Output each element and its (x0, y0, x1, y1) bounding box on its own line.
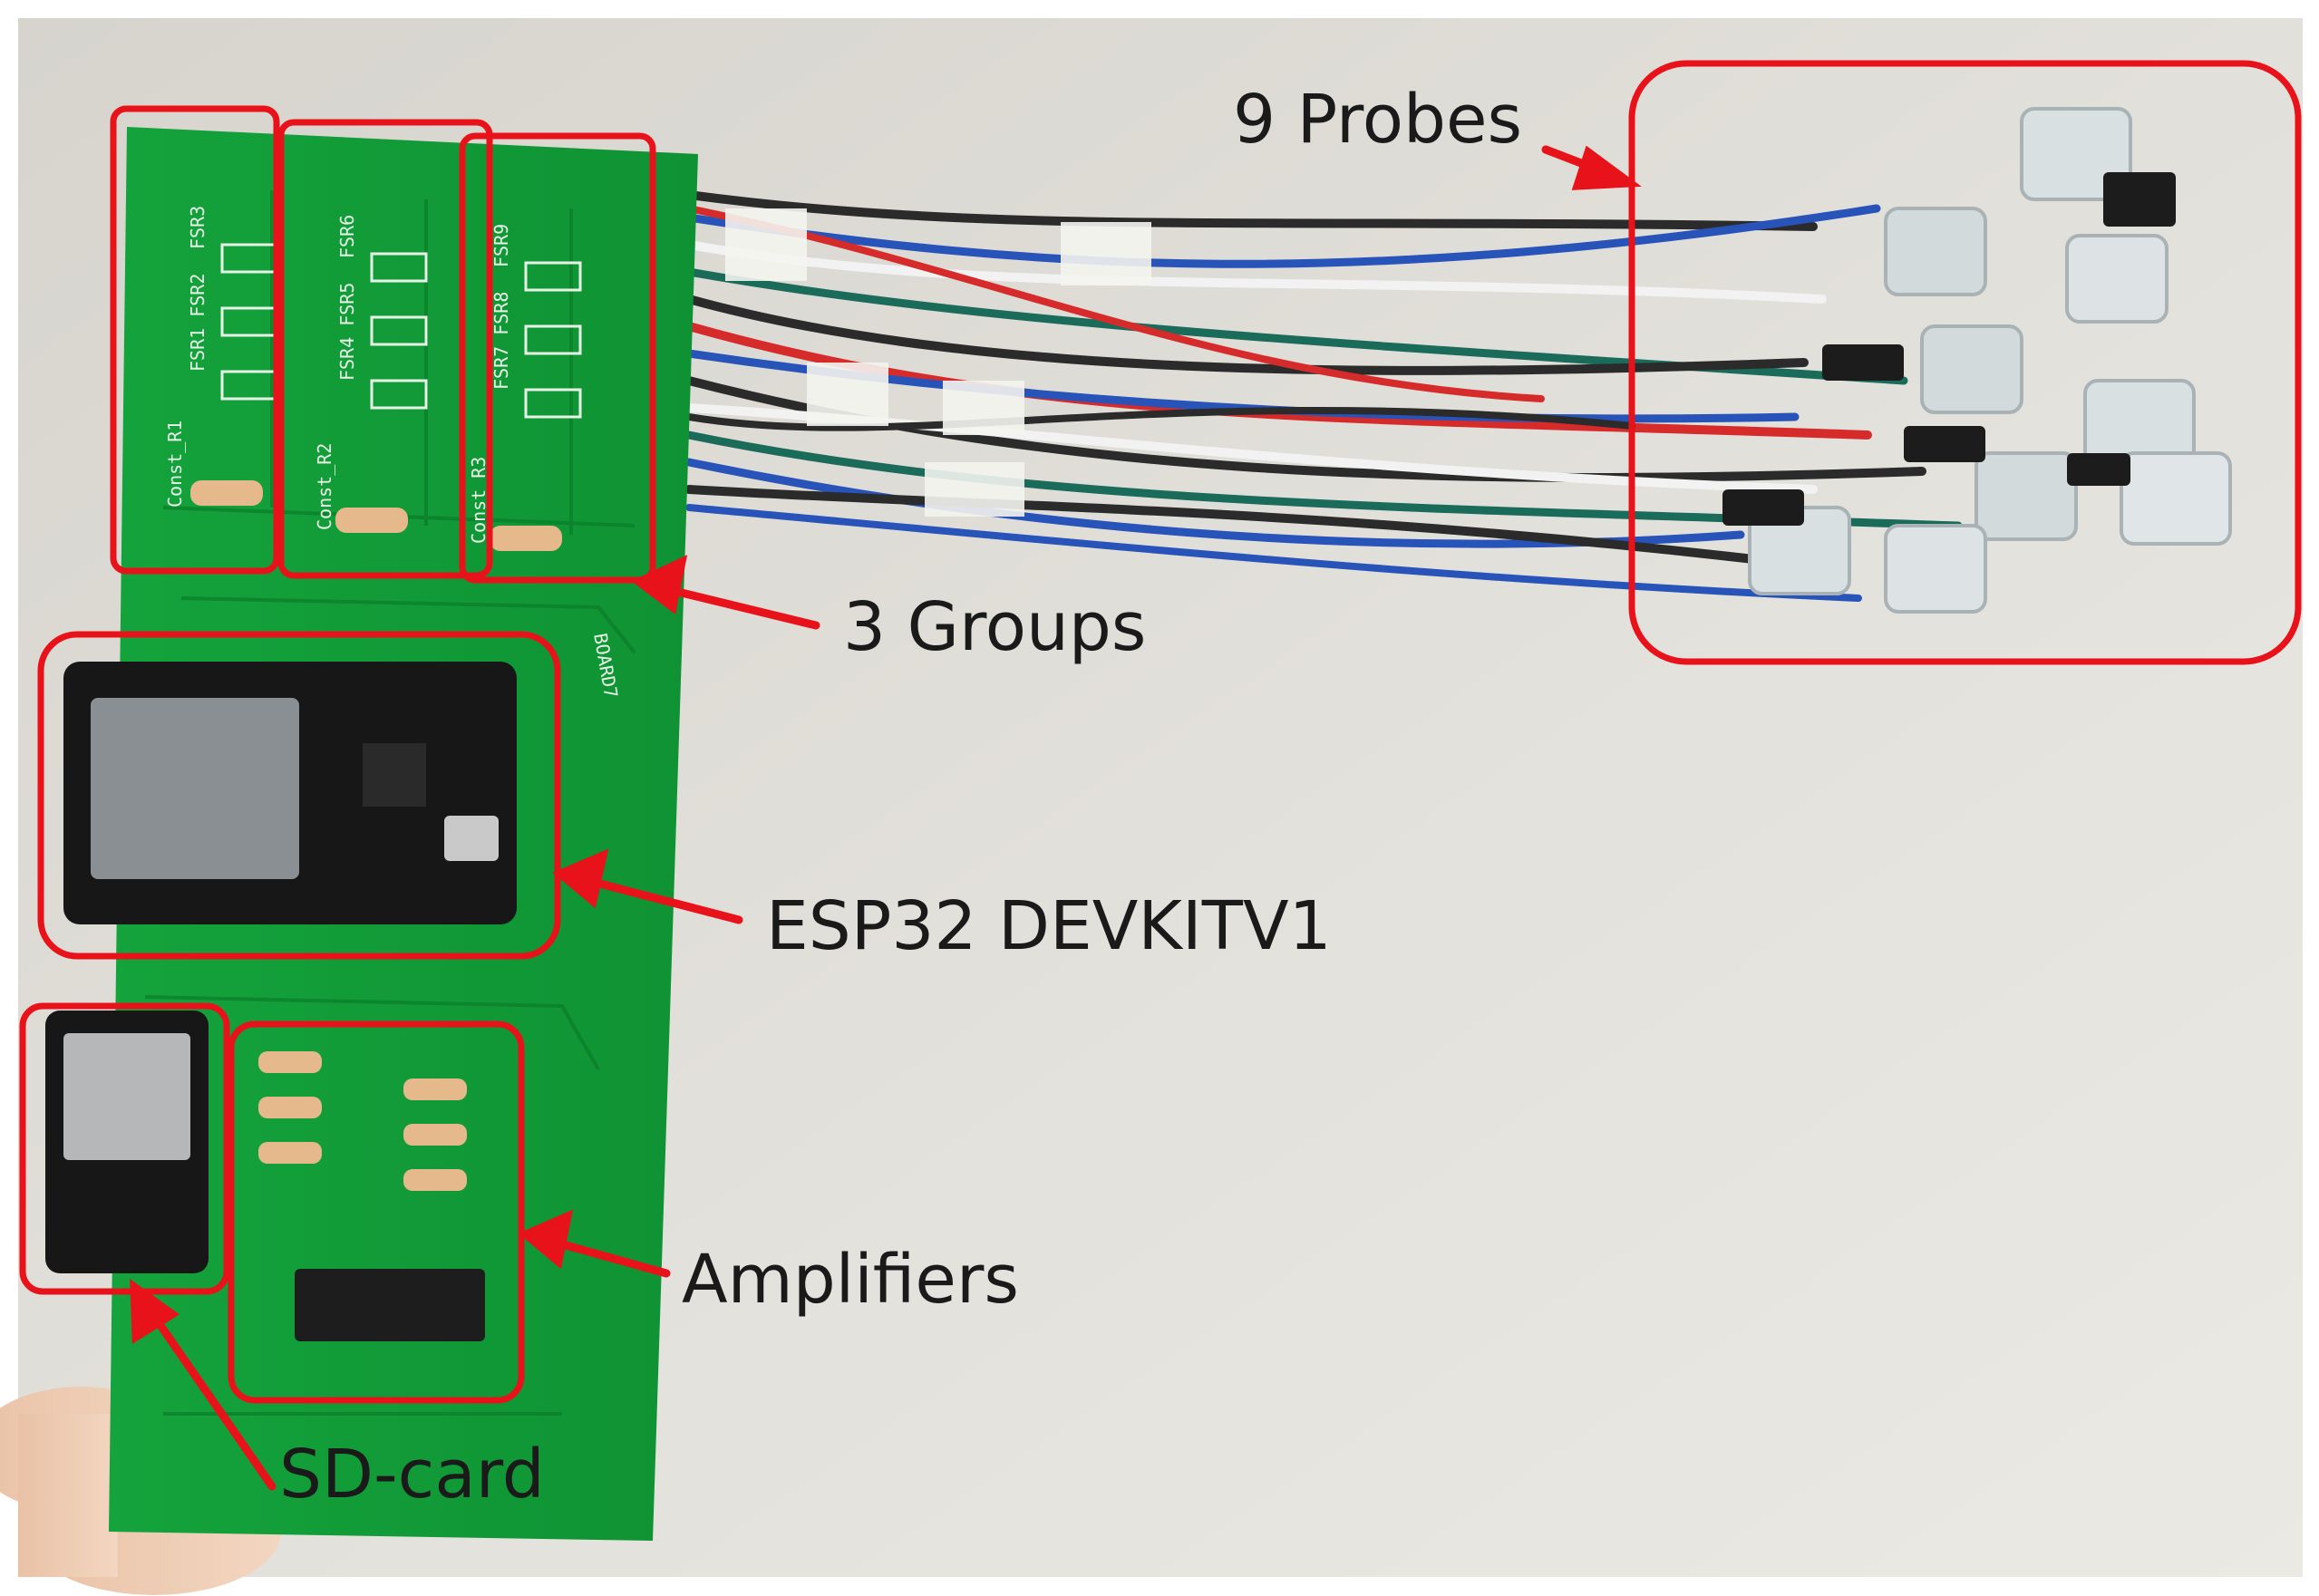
silk-group2-const: Const_R2 (314, 443, 335, 530)
silk-group3-const: Const_R3 (468, 457, 490, 544)
silk-group2-fsr45: FSR4 FSR5 (336, 283, 358, 381)
group-box-2 (277, 119, 493, 579)
annotation-boxes (19, 60, 2302, 1404)
probes-box (1628, 60, 2302, 665)
probes-label: 9 Probes (1233, 81, 1523, 159)
amplifier-ic (295, 1269, 485, 1341)
sd-box (19, 1002, 230, 1295)
silk-group3-fsr9: FSR9 (490, 224, 512, 267)
groups-label: 3 Groups (843, 588, 1147, 666)
esp32-box (37, 631, 561, 960)
silk-group3-fsr78: FSR7 FSR8 (490, 292, 512, 390)
silk-group1-const: Const_R1 (164, 421, 186, 508)
group-box-1 (110, 105, 280, 575)
silk-group1-fsr12: FSR1 FSR2 (187, 274, 209, 372)
wire-tape-labels (725, 208, 1151, 517)
silk-group1-fsr3: FSR3 (187, 206, 209, 249)
group-box-3 (459, 132, 656, 584)
arrow-groups (662, 585, 820, 630)
pcb-board: FSR3 FSR1 FSR2 Const_R1 FSR6 FSR4 FSR5 C… (45, 127, 698, 1541)
probe-cluster (1722, 107, 2232, 614)
sd-card-label: SD-card (279, 1436, 545, 1514)
amplifiers-label: Amplifiers (682, 1241, 1019, 1319)
amplifiers-box (228, 1020, 525, 1404)
arrow-amplifiers (548, 1237, 671, 1278)
esp32-label: ESP32 DEVKITV1 (766, 887, 1332, 965)
arrow-sd (145, 1305, 277, 1491)
silk-group2-fsr6: FSR6 (336, 215, 358, 258)
annotation-arrows (130, 145, 1642, 1491)
arrow-esp32 (585, 876, 743, 924)
